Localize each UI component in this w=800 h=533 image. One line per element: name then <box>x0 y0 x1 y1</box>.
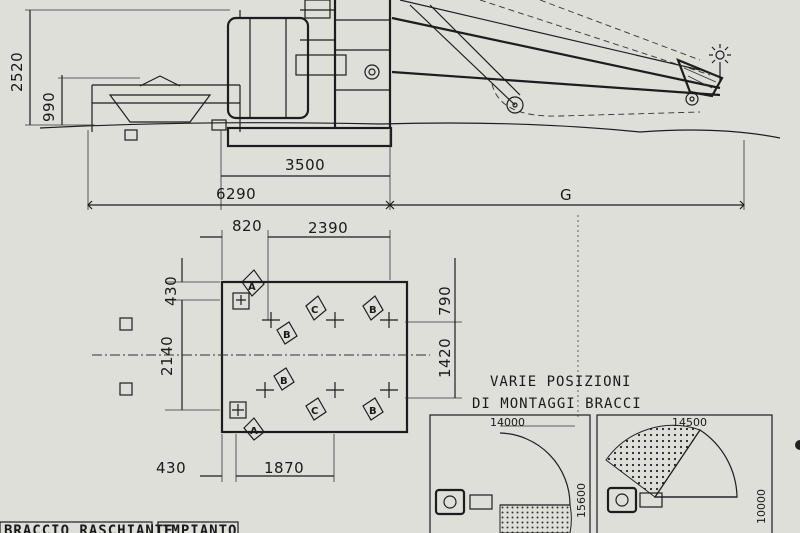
dim-top-span: 2390 <box>308 219 348 237</box>
marker-label: C <box>311 406 318 417</box>
scraper-boom-arm <box>391 0 731 117</box>
dim-right-mid: 1420 <box>436 338 454 378</box>
mount-point-b-2: B <box>362 295 398 328</box>
tower-column <box>300 0 392 128</box>
marker-label: B <box>283 330 291 341</box>
mount-point-b-4: B <box>362 382 398 421</box>
mounting-title-line1: VARIE POSIZIONI <box>490 374 631 390</box>
anchor-square-top <box>119 317 133 331</box>
marker-label: A <box>250 426 258 437</box>
hopper-frame <box>91 75 241 141</box>
dim-top-offset: 820 <box>232 217 262 235</box>
ground-line <box>39 122 781 139</box>
anchor-square-bottom <box>119 382 133 396</box>
panel-right-height: 10000 <box>755 489 768 524</box>
marker-label: B <box>280 376 288 387</box>
mixer-drum <box>226 10 347 120</box>
dim-arm-length: G <box>560 186 572 204</box>
dim-right-top: 790 <box>436 286 454 316</box>
mount-point-a-bottom: A <box>229 401 265 441</box>
dim-length-total: 6290 <box>216 185 256 203</box>
panel-right: 14500 10000 <box>596 414 773 533</box>
plan-view: 820 2390 430 2140 790 1420 430 1870 A <box>92 215 579 482</box>
mount-point-b-3: B <box>256 367 295 398</box>
footer-labels: BRACCIO RASCHIANTE IMPIANTO <box>0 521 239 533</box>
plan-outline <box>220 280 409 434</box>
panel-left: 14000 15600 <box>429 414 591 533</box>
mounting-title-line2: DI MONTAGGI BRACCI <box>472 396 642 412</box>
mount-point-a-top: A <box>232 269 265 310</box>
elevation-view: 2520 990 3500 6290 G <box>8 0 781 210</box>
base-plate <box>226 126 393 148</box>
dim-length-base: 3500 <box>285 156 325 174</box>
dim-bottom-offset: 430 <box>156 459 186 477</box>
mounting-positions: VARIE POSIZIONI DI MONTAGGI BRACCI 14000… <box>429 374 773 533</box>
mount-point-c-bottom: C <box>305 382 344 421</box>
marker-label: B <box>369 406 377 417</box>
dim-left-top: 430 <box>162 276 180 306</box>
panel-left-width: 14000 <box>490 416 525 429</box>
dim-height-hopper: 990 <box>40 92 58 122</box>
footer-label-left: BRACCIO RASCHIANTE <box>4 523 174 533</box>
panel-left-height: 15600 <box>575 483 588 518</box>
marker-label: C <box>311 305 318 316</box>
dim-height-total: 2520 <box>8 52 26 92</box>
dim-left-mid: 2140 <box>158 336 176 376</box>
marker-label: B <box>369 305 377 316</box>
dim-bottom-span: 1870 <box>264 459 304 477</box>
footer-label-right: IMPIANTO <box>162 523 237 533</box>
sun-symbol-icon <box>709 44 731 82</box>
mount-point-b-1: B <box>262 312 298 345</box>
marker-label: A <box>248 282 256 293</box>
edge-mark <box>795 440 800 450</box>
mount-point-c-top: C <box>305 295 344 328</box>
